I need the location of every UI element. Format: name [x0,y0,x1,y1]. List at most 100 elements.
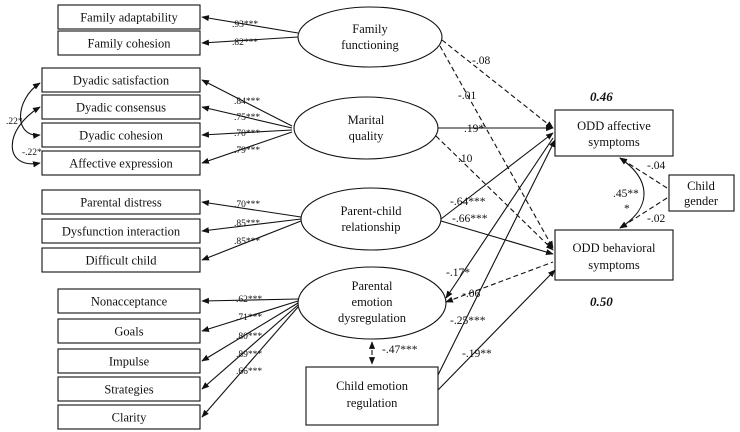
dyadic-satisfaction-label: Dyadic satisfaction [73,74,170,88]
r-squared-affective: 0.46 [590,89,613,104]
dyadic-consensus-label: Dyadic consensus [76,101,166,115]
coef-ped-behavioral: -.06 [462,288,480,300]
child-emotion-regulation-box: Child emotion regulation [305,366,439,426]
dysfunction-interaction-label: Dysfunction interaction [62,225,181,239]
odd-behavioral-label-1: ODD behavioral [573,241,656,255]
family-functioning-label-1: Family [352,22,388,36]
parental-emotion-dysregulation-ellipse: Parental emotion dysregulation [297,266,447,340]
family-functioning-ellipse: Family functioning [297,6,443,68]
loading-dyadic-consensus: .75*** [234,113,260,123]
covariance-label-consensus-affective: -.22* [22,148,42,158]
coef-odd-covariance-star: * [624,203,630,215]
marital-quality-label-1: Marital [348,113,385,127]
coef-gender-affective: -.04 [647,160,665,172]
path-gender-affective [619,157,668,189]
covariance-label-dysregulation: -.47*** [382,344,418,356]
odd-affective-label-1: ODD affective [577,119,651,133]
coef-pc-affective: -.64*** [450,196,486,208]
parent-child-label-2: relationship [341,220,400,234]
loading-parental-distress: .70*** [234,200,260,210]
path-cer-affective [437,139,556,376]
loading-impulse: .80*** [236,332,262,342]
loading-goals: .71*** [236,313,262,323]
impulse-box: Impulse [57,348,201,374]
nonacceptance-label: Nonacceptance [91,295,168,309]
parental-distress-box: Parental distress [41,189,201,215]
loading-dyadic-satisfaction: .84*** [234,97,260,107]
difficult-child-box: Difficult child [41,247,201,273]
strategies-box: Strategies [57,376,201,402]
child-emotion-regulation-label-1: Child emotion [336,379,409,393]
parent-child-relationship-ellipse: Parent-child relationship [300,187,442,251]
marital-quality-ellipse: Marital quality [293,96,439,160]
coef-gender-behavioral: -.02 [647,213,665,225]
coef-ff-affective: -.08 [472,55,490,67]
parental-distress-label: Parental distress [80,196,162,210]
child-gender-label-1: Child [687,179,716,193]
path-mq-behavioral [435,135,554,251]
loading-affective-expression: .79*** [234,146,260,156]
odd-affective-box: ODD affective symptoms [554,109,674,157]
path-cer-behavioral [437,269,556,391]
coef-pc-behavioral: -.66*** [452,213,488,225]
path-ped-behavioral [445,261,554,303]
dyadic-cohesion-box: Dyadic cohesion [41,122,201,148]
strategies-label: Strategies [104,383,153,397]
child-gender-label-2: gender [684,194,719,208]
covariance-consensus-affective [11,106,41,168]
clarity-label: Clarity [112,411,147,425]
parent-child-label-1: Parent-child [340,204,402,218]
family-cohesion-box: Family cohesion [57,30,201,56]
loading-strategies: .89*** [236,350,262,360]
loading-nonacceptance: .62*** [236,295,262,305]
covariance-odd-symptoms [619,157,645,229]
coef-ff-behavioral: -.01 [458,90,476,102]
family-adaptability-box: Family adaptability [57,4,201,30]
coef-mq-affective: .19* [464,123,484,135]
path-ped-affective [445,137,554,299]
dysfunction-interaction-box: Dysfunction interaction [41,218,201,244]
affective-expression-label: Affective expression [69,157,173,171]
path-gender-behavioral [619,197,668,229]
loading-family-adaptability: .93*** [232,20,258,30]
child-emotion-regulation-label-2: regulation [347,396,398,410]
structural-paths [435,39,668,391]
family-functioning-label-2: functioning [341,38,399,52]
dysregulation-label-3: dysregulation [338,311,407,325]
loading-dyadic-cohesion: .70*** [234,129,260,139]
impulse-label: Impulse [109,355,150,369]
r-squared-behavioral: 0.50 [590,294,613,309]
loading-difficult-child: .85*** [234,237,260,247]
dyadic-satisfaction-box: Dyadic satisfaction [41,67,201,93]
goals-box: Goals [57,318,201,344]
odd-behavioral-box: ODD behavioral symptoms [554,229,674,281]
loading-clarity: .66*** [236,367,262,377]
coef-mq-behavioral: .10 [458,153,473,165]
dyadic-consensus-box: Dyadic consensus [41,94,201,120]
odd-affective-label-2: symptoms [588,135,640,149]
dysregulation-label-2: emotion [352,295,394,309]
dyadic-cohesion-label: Dyadic cohesion [79,129,163,143]
goals-label: Goals [114,325,143,339]
dysregulation-label-1: Parental [352,279,393,293]
covariance-label-satisfaction-cohesion: .22* [6,117,23,127]
coef-cer-affective: -.25*** [450,315,486,327]
affective-expression-box: Affective expression [41,150,201,176]
path-pc-affective [440,132,554,220]
loading-paths [201,15,302,418]
coef-cer-behavioral: -.19** [462,348,492,360]
path-pc-behavioral [440,220,554,255]
path-ff-behavioral [439,45,554,249]
child-gender-box: Child gender [668,174,735,212]
coef-odd-covariance: .45** [613,188,639,200]
family-cohesion-label: Family cohesion [88,37,172,51]
marital-quality-label-2: quality [349,129,384,143]
clarity-box: Clarity [57,404,201,430]
loading-family-cohesion: .82*** [232,38,258,48]
path-ff-affective [441,39,554,129]
loading-dysfunction-interaction: .85*** [234,219,260,229]
odd-behavioral-label-2: symptoms [588,258,640,272]
coef-ped-affective: -.17* [446,267,470,279]
